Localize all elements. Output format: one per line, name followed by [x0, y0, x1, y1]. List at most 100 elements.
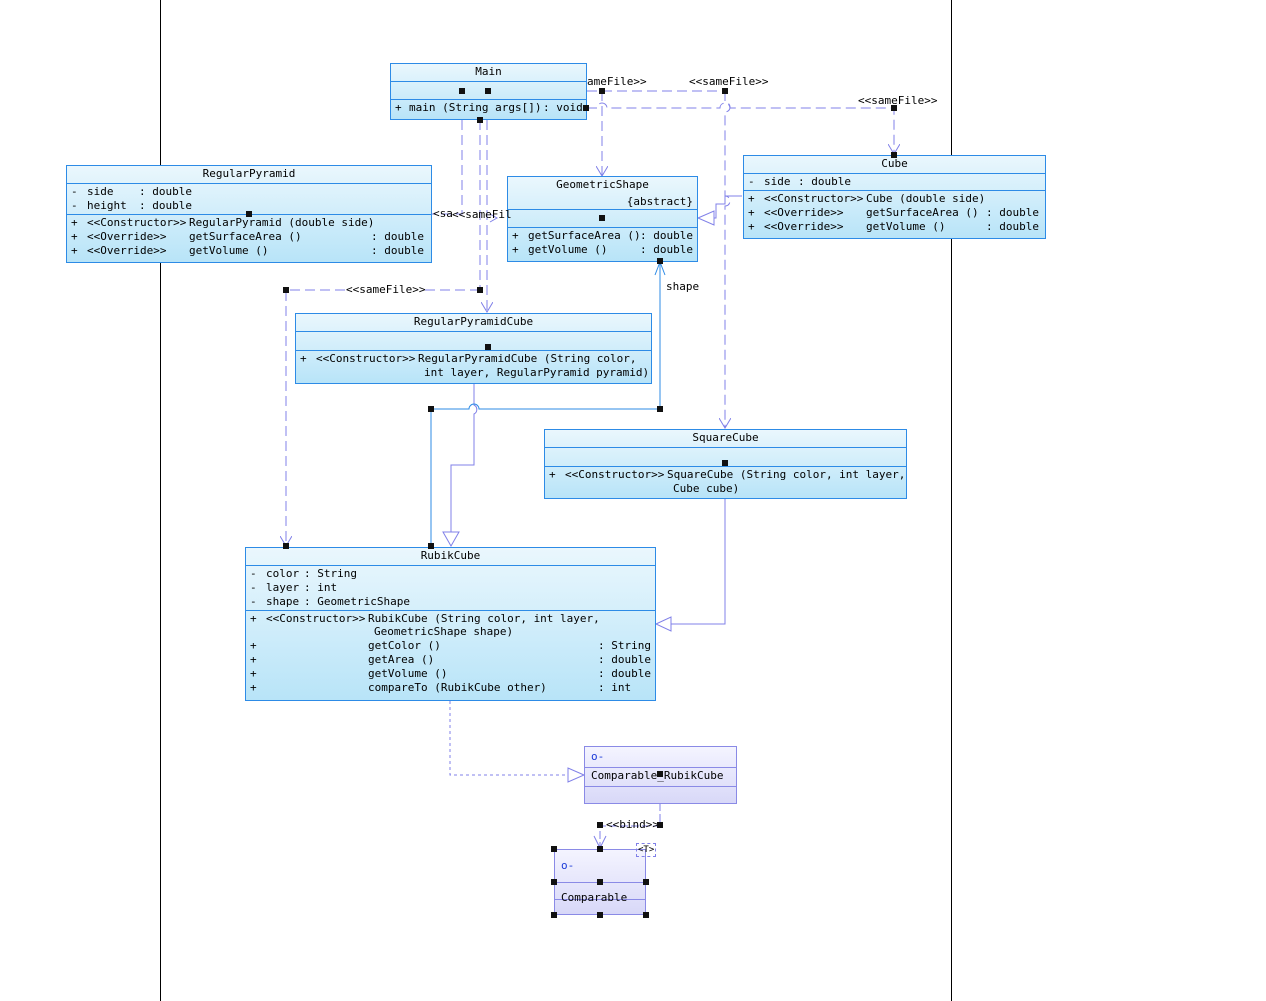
anchor-handle[interactable] — [891, 152, 897, 158]
dependency-main-squarecube[interactable] — [725, 91, 730, 428]
class-rubik-cube[interactable]: RubikCube - color : String - layer : int… — [245, 547, 656, 701]
dependency-arrowhead-rp — [489, 213, 499, 223]
operation-row[interactable]: + <<Constructor>> RubikCube (String colo… — [250, 612, 600, 625]
interface-lollipop-icon: o- — [561, 859, 575, 872]
canvas-left-boundary — [160, 0, 161, 1001]
template-parameter-box[interactable]: <T> — [636, 843, 657, 857]
class-cube[interactable]: Cube - side : double + <<Constructor>> C… — [743, 155, 1046, 239]
generalization-arrowhead-sc — [654, 616, 672, 632]
attribute-row[interactable]: - color : String — [250, 567, 357, 580]
anchor-handle[interactable] — [597, 822, 603, 828]
class-name: RegularPyramid — [67, 166, 431, 184]
canvas-right-boundary — [951, 0, 952, 1001]
anchor-handle[interactable] — [283, 287, 289, 293]
attribute-row[interactable]: - height : double — [71, 199, 192, 212]
generalization-squarecube-rubikcube[interactable] — [671, 499, 726, 625]
dependency-main-cube[interactable] — [587, 102, 894, 154]
attributes-section — [508, 210, 697, 228]
operation-row[interactable]: + <<Override>> getSurfaceArea () : doubl… — [71, 230, 424, 243]
class-name: RubikCube — [246, 548, 655, 566]
selection-handle[interactable] — [597, 879, 603, 885]
interface-name: o-Comparable — [555, 850, 645, 904]
attributes-section: - color : String - layer : int - shape :… — [246, 566, 655, 611]
operation-row[interactable]: + main (String args[]) : void — [395, 101, 583, 114]
anchor-handle[interactable] — [599, 88, 605, 94]
operations-section — [585, 787, 736, 804]
selection-handle[interactable] — [643, 879, 649, 885]
abstract-modifier: {abstract} — [508, 194, 697, 210]
anchor-handle[interactable] — [428, 543, 434, 549]
anchor-handle[interactable] — [657, 406, 663, 412]
anchor-handle[interactable] — [722, 88, 728, 94]
operation-row[interactable]: + compareTo (RubikCube other) : int — [250, 681, 632, 694]
selection-handle[interactable] — [551, 879, 557, 885]
class-name: SquareCube — [545, 430, 906, 448]
operation-row[interactable]: + <<Constructor>> RegularPyramidCube (St… — [300, 352, 637, 365]
attributes-section — [296, 332, 651, 351]
attributes-section — [585, 768, 736, 787]
selection-handle[interactable] — [551, 846, 557, 852]
class-name: Cube — [744, 156, 1045, 174]
attribute-row[interactable]: - side : double — [748, 175, 851, 188]
anchor-handle[interactable] — [657, 771, 663, 777]
anchor-handle[interactable] — [722, 460, 728, 466]
selection-handle[interactable] — [597, 846, 603, 852]
generalization-regularpyramidcube-rubikcube[interactable] — [450, 384, 478, 532]
anchor-handle[interactable] — [891, 105, 897, 111]
operation-row[interactable]: + getColor () : String — [250, 639, 651, 652]
anchor-handle[interactable] — [477, 117, 483, 123]
anchor-handle[interactable] — [283, 543, 289, 549]
attributes-section: - side : double — [744, 174, 1045, 191]
operations-section: + main (String args[]) : void — [391, 100, 586, 116]
operation-row[interactable]: + <<Override>> getVolume () : double — [748, 220, 1039, 233]
operations-section: + <<Constructor>> RegularPyramidCube (St… — [296, 351, 651, 381]
generalization-arrowhead-rpc — [442, 531, 460, 548]
samefile-label: ameFile>> — [587, 75, 647, 88]
interface-name: o-Comparable_RubikCube — [585, 747, 736, 782]
attribute-row[interactable]: - shape : GeometricShape — [250, 595, 410, 608]
anchor-handle[interactable] — [485, 88, 491, 94]
operations-section: + <<Constructor>> RubikCube (String colo… — [246, 611, 655, 696]
operation-row[interactable]: + <<Constructor>> Cube (double side) — [748, 192, 986, 205]
operation-row[interactable]: + <<Override>> getSurfaceArea () : doubl… — [748, 206, 1039, 219]
samefile-label: <<sameFile>> — [346, 283, 426, 296]
class-regular-pyramid-cube[interactable]: RegularPyramidCube + <<Constructor>> Reg… — [295, 313, 652, 384]
interface-comparable-rubik-cube[interactable]: o-Comparable_RubikCube — [584, 746, 737, 804]
realization-rubikcube-comparable[interactable] — [449, 701, 568, 776]
generalization-arrowhead-cube — [696, 210, 715, 226]
operations-section: + getSurfaceArea () : double + getVolume… — [508, 228, 697, 258]
anchor-handle[interactable] — [599, 215, 605, 221]
selection-handle[interactable] — [597, 912, 603, 918]
association-role-label: shape — [666, 280, 700, 293]
association-rubikcube-geometricshape[interactable] — [430, 262, 661, 546]
anchor-handle[interactable] — [477, 287, 483, 293]
anchor-handle[interactable] — [583, 105, 589, 111]
operations-section: + <<Constructor>> SquareCube (String col… — [545, 467, 906, 497]
operation-row[interactable]: + <<Override>> getVolume () : double — [71, 244, 424, 257]
anchor-handle[interactable] — [246, 211, 252, 217]
bind-connector[interactable] — [599, 803, 661, 848]
operation-row[interactable]: + getArea () : double — [250, 653, 651, 666]
operation-row[interactable]: + <<Constructor>> SquareCube (String col… — [549, 468, 906, 481]
interface-lollipop-icon: o- — [591, 750, 605, 763]
operation-row[interactable]: + <<Constructor>> RegularPyramid (double… — [71, 216, 375, 229]
operation-row[interactable]: + getVolume () : double — [512, 243, 693, 256]
samefile-label: <<sameFile>> — [689, 75, 769, 88]
attribute-row[interactable]: - side : double — [71, 185, 192, 198]
selection-handle[interactable] — [643, 912, 649, 918]
selection-handle[interactable] — [551, 912, 557, 918]
anchor-handle[interactable] — [657, 822, 663, 828]
operation-row[interactable]: + getSurfaceArea () : double — [512, 229, 693, 242]
dependency-main-regularpyramid[interactable] — [432, 120, 463, 215]
anchor-handle[interactable] — [485, 344, 491, 350]
operation-row[interactable]: + getVolume () : double — [250, 667, 651, 680]
class-regular-pyramid[interactable]: RegularPyramid - side : double - height … — [66, 165, 432, 263]
anchor-handle[interactable] — [459, 88, 465, 94]
class-name: RegularPyramidCube — [296, 314, 651, 332]
anchor-handle[interactable] — [428, 406, 434, 412]
attribute-row[interactable]: - layer : int — [250, 581, 338, 594]
operation-row-continued: GeometricShape shape) — [374, 625, 514, 638]
anchor-handle[interactable] — [657, 258, 663, 264]
class-name: Main — [391, 64, 586, 82]
